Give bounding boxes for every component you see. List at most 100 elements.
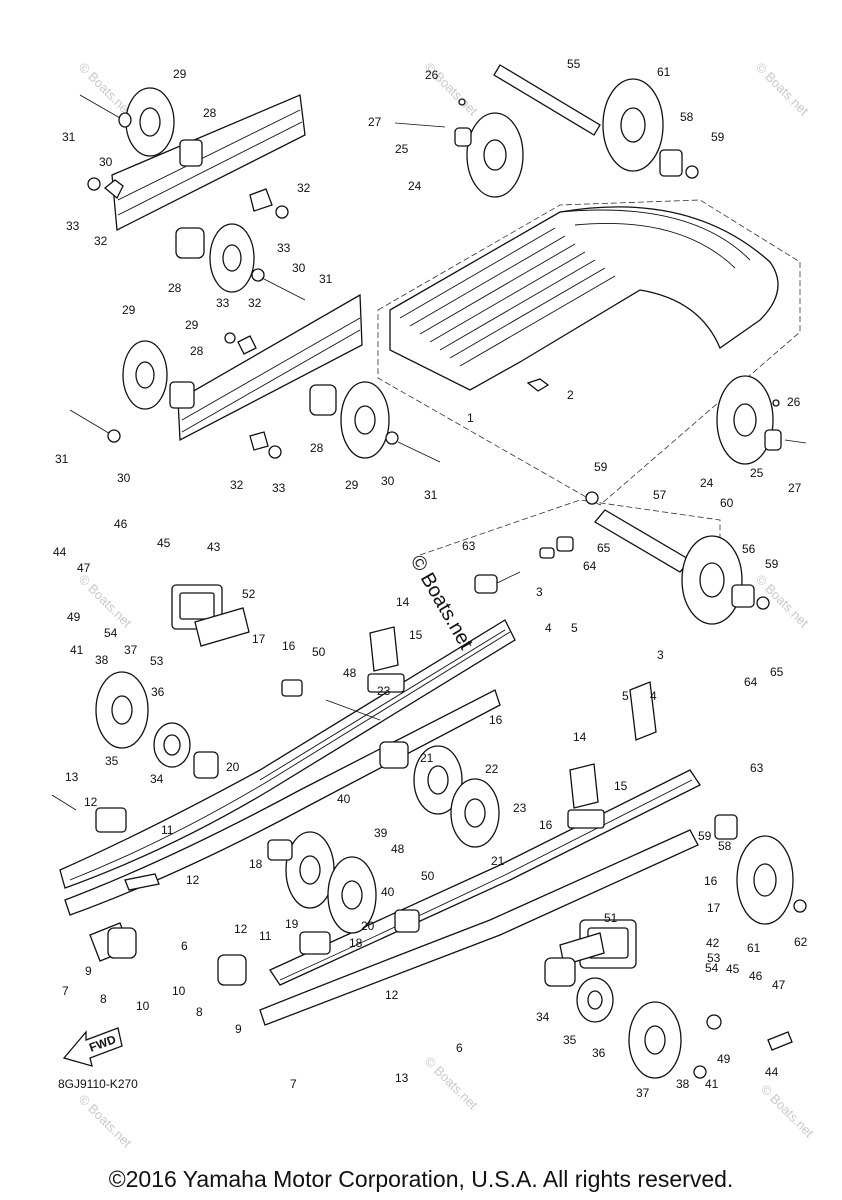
part-label: 13 (395, 1071, 409, 1085)
part-label: 35 (105, 754, 119, 768)
slide-rail-lower (107, 681, 807, 1079)
part-label: 55 (567, 57, 581, 71)
part-number-labels: 29 28 31 30 33 32 32 33 28 29 30 31 29 3… (53, 57, 808, 1100)
corner-watermark: © Boats.net (76, 572, 135, 631)
part-label: 14 (396, 595, 410, 609)
part-label: 4 (545, 621, 552, 635)
part-label: 4 (650, 689, 657, 703)
part-label: 23 (377, 684, 391, 698)
part-label: 19 (285, 917, 299, 931)
part-label: 16 (489, 713, 503, 727)
part-label: 49 (717, 1052, 731, 1066)
corner-watermark: © Boats.net (76, 1092, 135, 1151)
part-label: 9 (235, 1022, 242, 1036)
part-label: 44 (765, 1065, 779, 1079)
part-label: 7 (290, 1077, 297, 1091)
part-label: 27 (368, 115, 382, 129)
part-label: 8 (196, 1005, 203, 1019)
part-label: 29 (345, 478, 359, 492)
part-label: 59 (698, 829, 712, 843)
part-label: 23 (513, 801, 527, 815)
part-label: 16 (704, 874, 718, 888)
part-label: 49 (67, 610, 81, 624)
part-label: 30 (381, 474, 395, 488)
part-label: 11 (259, 929, 272, 943)
copyright-notice: ©2016 Yamaha Motor Corporation, U.S.A. A… (108, 1166, 734, 1192)
part-label: 14 (573, 730, 587, 744)
part-label: 15 (409, 628, 423, 642)
part-label: 38 (95, 653, 109, 667)
mid-shaft-group (419, 491, 770, 625)
part-label: 20 (361, 919, 375, 933)
part-label: 48 (343, 666, 357, 680)
part-label: 32 (230, 478, 244, 492)
part-label: 32 (297, 181, 311, 195)
part-label: 47 (77, 561, 91, 575)
part-label: 17 (252, 632, 266, 646)
part-label: 12 (84, 795, 98, 809)
part-label: 65 (597, 541, 611, 555)
part-label: 40 (337, 792, 351, 806)
part-label: 50 (312, 645, 326, 659)
part-label: 25 (395, 142, 409, 156)
part-label: 24 (408, 179, 422, 193)
part-label: 26 (787, 395, 801, 409)
part-label: 32 (94, 234, 108, 248)
part-label: 21 (420, 751, 434, 765)
part-label: 16 (539, 818, 553, 832)
part-label: 12 (186, 873, 200, 887)
part-label: 28 (168, 281, 182, 295)
idler-wheel-group-mid-left (69, 293, 441, 463)
part-label: 30 (292, 261, 306, 275)
part-label: 52 (242, 587, 256, 601)
part-label: 31 (319, 272, 333, 286)
part-label: 2 (567, 388, 574, 402)
part-label: 30 (99, 155, 113, 169)
part-label: 1 (467, 411, 474, 425)
part-label: 10 (136, 999, 150, 1013)
part-label: 45 (157, 536, 171, 550)
drive-track (377, 199, 801, 506)
rear-axle-group (394, 64, 807, 465)
part-label: 32 (248, 296, 262, 310)
part-label: 63 (750, 761, 764, 775)
part-label: 43 (207, 540, 221, 554)
part-label: 5 (571, 621, 578, 635)
part-label: 37 (124, 643, 138, 657)
part-label: 3 (536, 585, 543, 599)
part-label: 38 (676, 1077, 690, 1091)
part-label: 61 (657, 65, 671, 79)
part-label: 59 (765, 557, 779, 571)
part-label: 62 (794, 935, 808, 949)
part-label: 16 (282, 639, 296, 653)
part-label: 3 (657, 648, 664, 662)
part-label: 27 (788, 481, 802, 495)
part-label: 54 (104, 626, 118, 640)
corner-watermark: © Boats.net (422, 1054, 481, 1113)
part-label: 41 (705, 1077, 719, 1091)
part-label: 13 (65, 770, 79, 784)
part-label: 5 (622, 689, 629, 703)
part-label: 25 (750, 466, 764, 480)
part-label: 9 (85, 964, 92, 978)
part-label: 47 (772, 978, 786, 992)
part-label: 50 (421, 869, 435, 883)
part-label: 20 (226, 760, 240, 774)
fwd-indicator: FWD (62, 1027, 123, 1067)
part-label: 60 (720, 496, 734, 510)
corner-watermark: © Boats.net (753, 60, 812, 119)
part-label: 7 (62, 984, 69, 998)
part-label: 56 (742, 542, 756, 556)
part-label: 44 (53, 545, 67, 559)
part-label: 33 (277, 241, 291, 255)
part-label: 34 (536, 1010, 550, 1024)
diagram-code: 8GJ9110-K270 (58, 1077, 138, 1091)
part-label: 65 (770, 665, 784, 679)
part-label: 54 (705, 961, 719, 975)
part-label: 33 (216, 296, 230, 310)
part-label: 53 (707, 951, 721, 965)
part-label: 17 (707, 901, 721, 915)
part-label: 36 (592, 1046, 606, 1060)
part-label: 18 (349, 936, 363, 950)
part-label: 64 (583, 559, 597, 573)
